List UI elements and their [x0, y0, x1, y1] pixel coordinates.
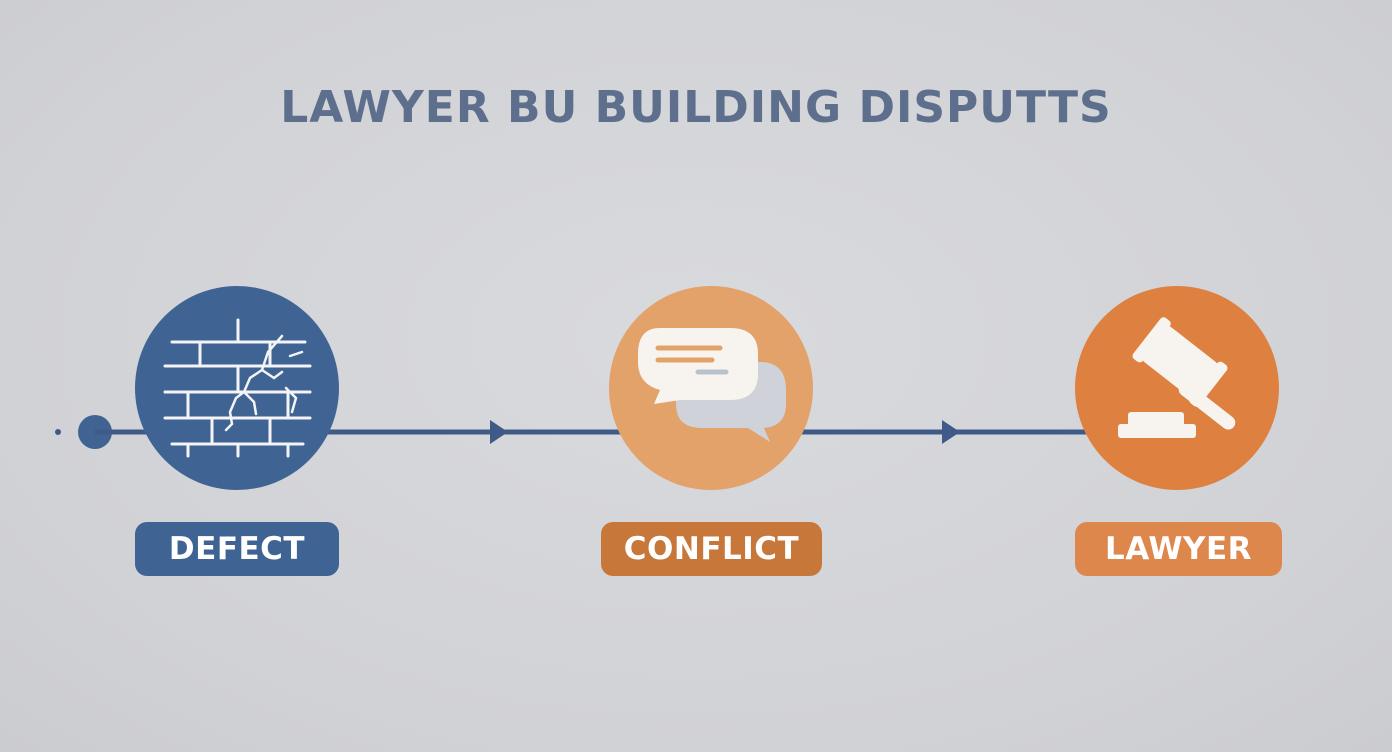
gavel-icon: [1118, 317, 1236, 438]
chat-bubbles-icon: [638, 328, 786, 442]
conflict-label: CONFLICT: [623, 531, 800, 567]
arrow-2-icon: [942, 420, 960, 444]
conflict-label-badge: CONFLICT: [601, 522, 822, 576]
arrow-1-icon: [490, 420, 508, 444]
lawyer-node: [1075, 286, 1279, 490]
conflict-node: [609, 286, 813, 490]
lawyer-label: LAWYER: [1104, 531, 1253, 567]
cracked-brick-wall-icon: [163, 318, 312, 458]
defect-label: DEFECT: [168, 531, 306, 567]
lawyer-label-badge: LAWYER: [1075, 522, 1282, 576]
defect-label-badge: DEFECT: [135, 522, 339, 576]
diagram-title: LAWYER BU BUILDING DISPUTTS: [280, 82, 1112, 133]
defect-node: [135, 286, 339, 490]
start-dot: [55, 429, 61, 435]
